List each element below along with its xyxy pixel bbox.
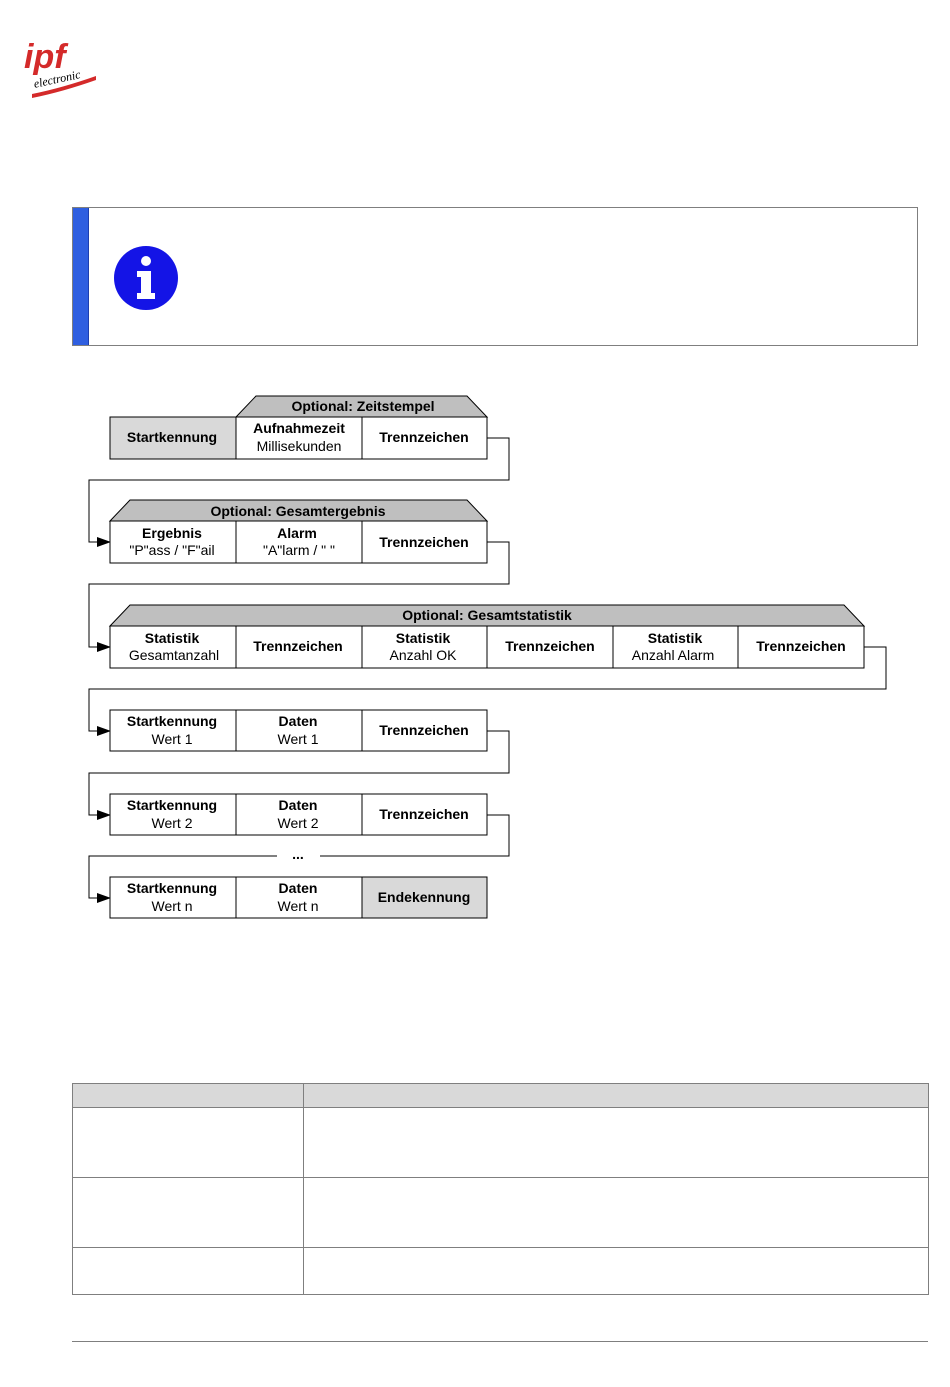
- cell-label: Statistik: [648, 630, 703, 646]
- cell-label: Daten: [279, 880, 318, 896]
- row-wert-n: Startkennung Wert n Daten Wert n Endeken…: [109, 876, 488, 919]
- table-header-cell: [72, 1083, 304, 1108]
- cell-trennzeichen: [235, 625, 363, 669]
- group-header-zeitstempel: [234, 395, 489, 418]
- cell-startkennung-wert-2: [109, 793, 237, 836]
- cell-label: Aufnahmezeit: [253, 420, 345, 436]
- row-gesamtstatistik: Optional: Gesamtstatistik Statistik Gesa…: [108, 604, 866, 669]
- connector-gap-6: [88, 855, 277, 903]
- cell-sublabel: Wert 1: [152, 731, 193, 747]
- cell-ergebnis: [109, 520, 237, 564]
- ipf-electronic-logo: ipf electronic: [24, 38, 96, 98]
- cell-label: Daten: [279, 713, 318, 729]
- cell-sublabel: Gesamtanzahl: [129, 647, 219, 663]
- cell-startkennung: [109, 416, 237, 460]
- cell-statistik-anzahl-alarm: [612, 625, 739, 669]
- info-accent-bar: [73, 208, 89, 345]
- cell-sublabel: Wert 2: [152, 815, 193, 831]
- cell-sublabel: "P"ass / "F"ail: [129, 542, 214, 558]
- cell-trennzeichen: [361, 520, 488, 564]
- table-cell: [72, 1107, 304, 1178]
- table-header-cell: [303, 1083, 929, 1108]
- table-cell: [303, 1107, 929, 1178]
- cell-label: Trennzeichen: [379, 722, 468, 738]
- table-cell: [303, 1177, 929, 1248]
- row-zeitstempel: Optional: Zeitstempel Startkennung Aufna…: [109, 395, 489, 460]
- connector-5-gap: [320, 814, 510, 857]
- cell-trennzeichen: [361, 793, 488, 836]
- cell-daten-wert-1: [235, 709, 363, 752]
- table-cell: [72, 1247, 304, 1295]
- ellipsis-label: ...: [292, 846, 304, 862]
- cell-label: Ergebnis: [142, 525, 202, 541]
- table-row: [72, 1247, 929, 1295]
- cell-label: Statistik: [145, 630, 200, 646]
- cell-trennzeichen: [361, 709, 488, 752]
- row-wert-1: Startkennung Wert 1 Daten Wert 1 Trennze…: [109, 709, 488, 752]
- cell-trennzeichen: [361, 416, 488, 460]
- cell-sublabel: Wert n: [278, 898, 319, 914]
- cell-label: Trennzeichen: [253, 638, 342, 654]
- table-header-row: [72, 1083, 929, 1108]
- cell-label: Statistik: [396, 630, 451, 646]
- cell-label: Startkennung: [127, 713, 217, 729]
- group-label-gesamtergebnis: Optional: Gesamtergebnis: [210, 503, 385, 519]
- cell-sublabel: Wert 1: [278, 731, 319, 747]
- cell-label: Trennzeichen: [379, 534, 468, 550]
- group-header-gesamtergebnis: [108, 499, 489, 522]
- cell-sublabel: Wert 2: [278, 815, 319, 831]
- cell-alarm: [235, 520, 363, 564]
- row-wert-2: Startkennung Wert 2 Daten Wert 2 Trennze…: [109, 793, 488, 836]
- cell-statistik-anzahl-ok: [361, 625, 488, 669]
- cell-trennzeichen: [486, 625, 614, 669]
- connector-3-4: [88, 646, 887, 736]
- cell-trennzeichen: [737, 625, 865, 669]
- cell-sublabel: Millisekunden: [257, 438, 342, 454]
- cell-label: Trennzeichen: [756, 638, 845, 654]
- table-row: [72, 1177, 929, 1248]
- group-header-gesamtstatistik: [108, 604, 866, 627]
- table-cell: [303, 1247, 929, 1295]
- cell-label: Alarm: [277, 525, 317, 541]
- connector-1-2: [88, 437, 510, 547]
- cell-label: Startkennung: [127, 429, 217, 445]
- logo-primary-text: ipf: [24, 38, 69, 76]
- cell-label: Daten: [279, 797, 318, 813]
- cell-label: Startkennung: [127, 880, 217, 896]
- cell-aufnahmezeit: [235, 416, 363, 460]
- cell-label: Startkennung: [127, 797, 217, 813]
- table-cell: [72, 1177, 304, 1248]
- cell-sublabel: Anzahl Alarm: [632, 647, 714, 663]
- connector-4-5: [88, 730, 510, 820]
- cell-label: Endekennung: [378, 889, 471, 905]
- cell-startkennung-wert-n: [109, 876, 237, 919]
- cell-sublabel: Anzahl OK: [390, 647, 458, 663]
- cell-startkennung-wert-1: [109, 709, 237, 752]
- group-label-gesamtstatistik: Optional: Gesamtstatistik: [402, 607, 572, 623]
- cell-daten-wert-n: [235, 876, 363, 919]
- info-icon: [114, 246, 178, 310]
- cell-endekennung: [361, 876, 488, 919]
- cell-label: Trennzeichen: [379, 429, 468, 445]
- cell-daten-wert-2: [235, 793, 363, 836]
- table-row: [72, 1107, 929, 1178]
- cell-statistik-gesamtanzahl: [109, 625, 237, 669]
- group-label-zeitstempel: Optional: Zeitstempel: [291, 398, 434, 414]
- connector-2-3: [88, 541, 510, 652]
- cell-label: Trennzeichen: [505, 638, 594, 654]
- row-gesamtergebnis: Optional: Gesamtergebnis Ergebnis "P"ass…: [108, 499, 489, 564]
- info-note-box: [72, 207, 918, 346]
- cell-sublabel: "A"larm / " ": [263, 542, 335, 558]
- description-table: [72, 1083, 929, 1295]
- cell-label: Trennzeichen: [379, 806, 468, 822]
- footer-divider: [72, 1341, 928, 1342]
- cell-sublabel: Wert n: [152, 898, 193, 914]
